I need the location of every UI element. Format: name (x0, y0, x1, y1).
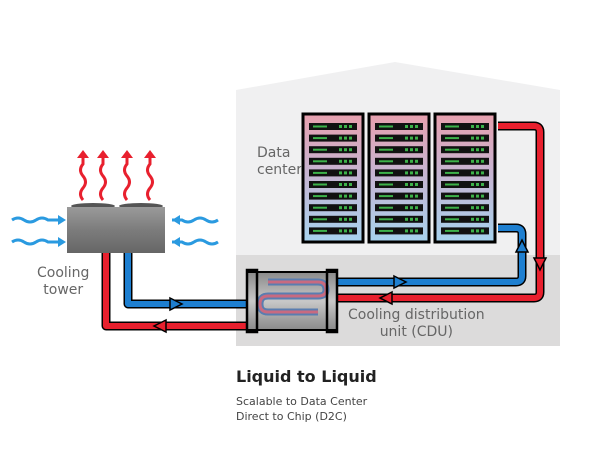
cdu-label: Cooling distribution unit (CDU) (348, 307, 485, 340)
server-unit (309, 181, 357, 188)
server-unit (309, 146, 357, 154)
server-unit (309, 123, 357, 130)
server-unit (309, 204, 357, 212)
arrow-right-icon (169, 296, 184, 312)
cdu-heat-exchanger (245, 268, 339, 334)
server-unit (375, 169, 423, 177)
arrow-left-icon (378, 290, 393, 306)
server-unit (441, 181, 489, 188)
pipes (101, 121, 545, 331)
server-unit (375, 157, 423, 165)
server-racks (301, 112, 497, 244)
caption-line: Scalable to Data Center (236, 395, 368, 408)
server-unit (375, 192, 423, 200)
server-rack (301, 112, 365, 244)
server-unit (309, 169, 357, 177)
arrow-left-icon (152, 318, 167, 334)
server-unit (441, 157, 489, 165)
data-center-label: Data center (257, 145, 303, 178)
server-unit (441, 123, 489, 130)
server-unit (441, 146, 489, 154)
arrow-down-icon (532, 257, 548, 272)
server-unit (375, 123, 423, 130)
server-rack (367, 112, 431, 244)
server-unit (375, 227, 423, 235)
cold-pipe-tower (123, 250, 250, 309)
server-unit (375, 134, 423, 142)
server-unit (441, 134, 489, 142)
server-unit (441, 215, 489, 223)
cooling-tower-label: Cooling tower (37, 265, 90, 298)
server-unit (441, 227, 489, 235)
heat-waves (77, 150, 156, 201)
server-unit (309, 157, 357, 165)
server-unit (375, 215, 423, 223)
diagram-title: Liquid to Liquid (236, 367, 377, 386)
arrow-right-icon (393, 274, 408, 290)
server-unit (441, 192, 489, 200)
arrow-up-icon (514, 238, 530, 253)
server-unit (375, 181, 423, 188)
server-unit (309, 215, 357, 223)
server-rack (433, 112, 497, 244)
server-unit (309, 134, 357, 142)
server-unit (309, 192, 357, 200)
server-unit (441, 204, 489, 212)
server-unit (441, 169, 489, 177)
caption-line: Direct to Chip (D2C) (236, 410, 347, 423)
server-unit (375, 204, 423, 212)
air-waves (11, 215, 219, 247)
flow-arrows (152, 238, 548, 334)
server-unit (309, 227, 357, 235)
server-unit (375, 146, 423, 154)
cooling-tower (67, 203, 165, 253)
